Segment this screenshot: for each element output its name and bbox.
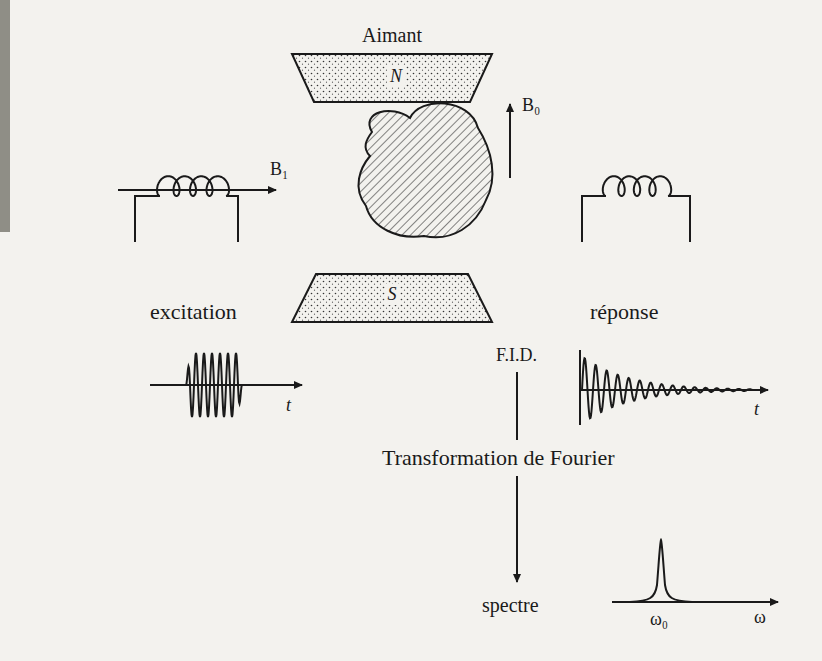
stage-label: réponse [588,300,660,324]
coils [135,176,690,242]
signal-label: F.I.D. [494,346,539,366]
page-edge [0,0,10,232]
magnet: AimantN [292,54,492,102]
axis-label: ω₀ [648,610,670,630]
time-axis [150,384,302,386]
process-label: Transformation de Fourier [380,446,617,470]
field-label: B₁ [268,160,290,180]
magnet-outline [292,54,492,102]
coil-winding [135,176,238,242]
axis-label: ω [752,608,768,628]
axis-label: t [752,400,761,420]
time-axis [580,389,768,391]
field-label: B₀ [520,96,542,116]
magnet: S [292,274,492,322]
flow-arrow [516,476,518,582]
magnet-outline [292,274,492,322]
spectrum-peak [630,540,692,602]
stage-label: excitation [148,300,239,324]
fid-signal [582,358,752,418]
coil-winding [582,176,690,242]
magnet-heading: Aimant [362,24,422,47]
flow-line [516,372,518,440]
b0-arrow [509,104,511,178]
pole-letter: S [385,284,400,305]
pole-letter: N [387,66,405,87]
axis-label: t [284,396,293,416]
sample-blob [358,103,492,237]
amplitude-axis [579,350,581,425]
stage-label: spectre [480,594,541,616]
